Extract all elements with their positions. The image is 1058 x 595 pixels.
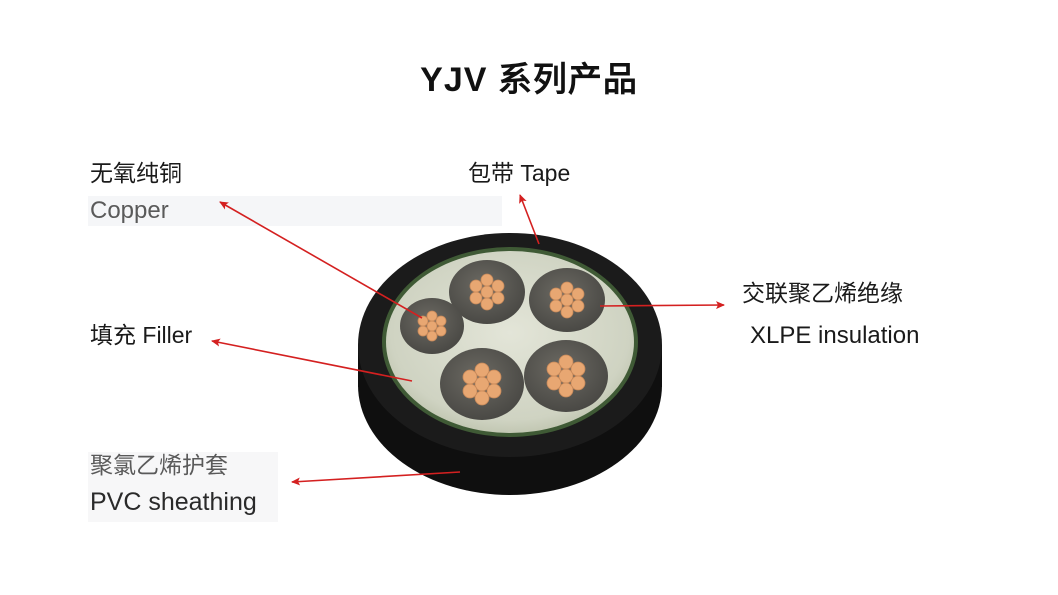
pvc-label-background [88, 452, 278, 522]
copper-label-background [88, 196, 502, 226]
pvc-label-cn: 聚氯乙烯护套 [90, 453, 228, 479]
pvc-arrow [291, 471, 461, 486]
copper-label-en: Copper [90, 197, 169, 224]
core-bottom-right [524, 340, 608, 412]
core-bottom-left [440, 348, 524, 420]
filler-label: 填充 Filler [90, 322, 193, 348]
filler-arrow [211, 338, 413, 382]
xlpe-label-cn: 交联聚乙烯绝缘 [742, 280, 903, 306]
pvc-label-en: PVC sheathing [90, 488, 257, 516]
copper-arrow [219, 201, 423, 319]
tape-arrow [519, 194, 540, 245]
core-right-top [529, 268, 605, 332]
core-small-left [400, 298, 464, 354]
xlpe-label-en: XLPE insulation [750, 322, 920, 349]
tape-label: 包带 Tape [468, 160, 571, 186]
core-top [449, 260, 525, 324]
page-title: YJV 系列产品 [420, 61, 638, 99]
xlpe-arrow [599, 301, 725, 310]
copper-label-cn: 无氧纯铜 [90, 160, 182, 186]
